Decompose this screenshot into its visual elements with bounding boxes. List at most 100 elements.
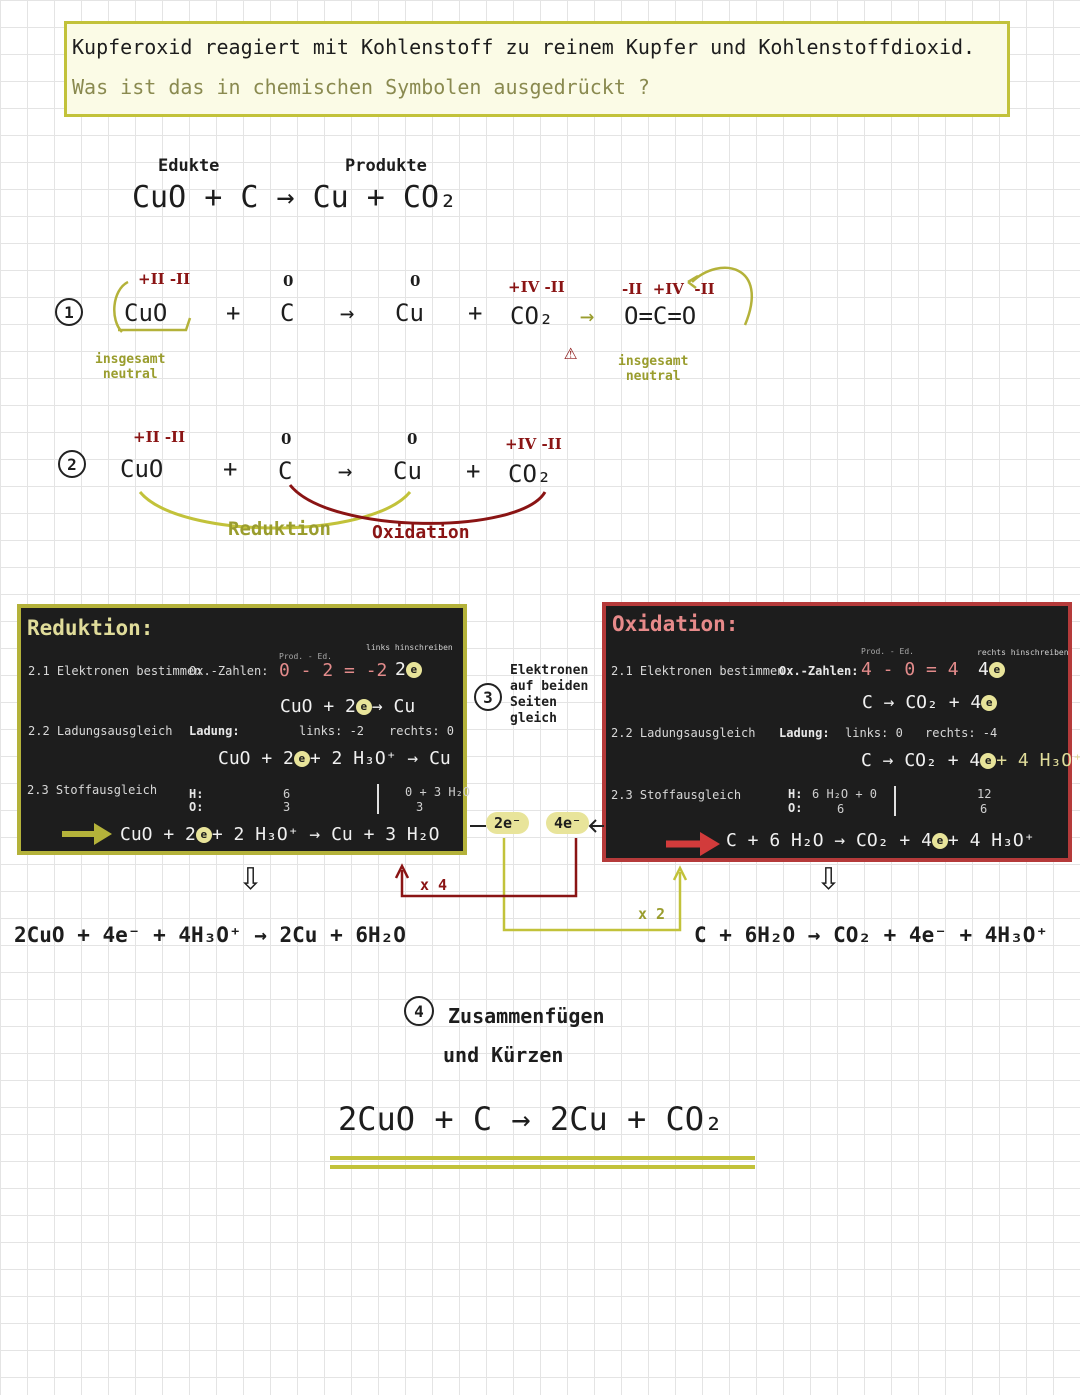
electron-left-bubble: 2e⁻ <box>486 812 530 834</box>
oxidation-final-left: C + 6 H₂O → CO₂ + 4 <box>726 830 932 851</box>
step2-cu-ox: 0 <box>407 430 418 448</box>
electron-icon: e <box>981 695 998 711</box>
step2-plus1: + <box>223 455 238 483</box>
oxidation-h-right: 12 <box>977 787 992 801</box>
electron-icon: e <box>195 827 212 843</box>
step3-text: Elektronen auf beiden Seiten gleich <box>510 663 589 726</box>
electron-left: 2e⁻ <box>494 814 522 832</box>
step1-plus1: + <box>226 299 241 327</box>
step4-number: 4 <box>404 996 434 1026</box>
reduction-hint: links hinschreiben <box>366 643 453 652</box>
task-box <box>64 21 1010 117</box>
step2-cuo: CuO <box>120 455 164 483</box>
oxidation-eq2-right: + 4 H₃O⁺ <box>996 750 1080 771</box>
reduction-electron-count: 2 <box>395 659 406 680</box>
reduction-h-label: H: <box>189 787 204 801</box>
electron-icon: e <box>355 699 372 715</box>
oxidation-final-right: + 4 H₃O⁺ <box>947 830 1035 851</box>
neutral-note-right-2: neutral <box>625 369 681 384</box>
multiply-x2: x 2 <box>638 905 666 923</box>
step2-plus2: + <box>466 457 481 485</box>
oxidation-divider <box>894 786 896 816</box>
oxidation-h-left: 6 H₂O + 0 <box>812 787 878 801</box>
oxidation-row2-label: 2.2 Ladungsausgleich <box>611 726 756 740</box>
warning-icon: ⚠ <box>564 340 578 365</box>
reduction-row2-label: 2.2 Ladungsausgleich <box>28 724 173 738</box>
step4-line1: Zusammenfügen <box>448 1004 605 1028</box>
reduction-h-left: 6 <box>283 787 291 801</box>
reduction-final-left: CuO + 2 <box>120 824 196 845</box>
reduction-calc: 0 - 2 = -2 <box>279 660 388 681</box>
final-equation: 2CuO + C → 2Cu + CO₂ <box>338 1100 724 1138</box>
step2-arrow: → <box>338 457 353 485</box>
step1-arrow: → <box>340 299 355 327</box>
reduction-eq1-right: → Cu <box>371 696 416 717</box>
reduction-o-label: O: <box>189 800 204 814</box>
down-arrow-left-icon: ⇩ <box>238 862 264 897</box>
oxidation-o-left: 6 <box>837 802 845 816</box>
step1-structure-arrow: → <box>580 302 595 330</box>
reduction-eq2-left: CuO + 2 <box>218 748 294 769</box>
step3-number: 3 <box>474 683 502 711</box>
oxidation-eq2-left: C → CO₂ + 4 <box>861 750 981 771</box>
down-arrow-right-icon: ⇩ <box>816 862 842 897</box>
step2-cu: Cu <box>393 457 422 485</box>
task-question-line2: Was ist das in chemischen Symbolen ausge… <box>72 75 650 99</box>
oxidation-result: C + 6H₂O → CO₂ + 4e⁻ + 4H₃O⁺ <box>694 923 1049 947</box>
step1-structure-ox: -II +IV -II <box>622 280 715 298</box>
oxidation-eq1-text: C → CO₂ + 4 <box>862 692 982 713</box>
electron-right-bubble: 4e⁻ <box>546 812 590 834</box>
electron-icon: e <box>988 662 1005 678</box>
step2-number: 2 <box>58 450 86 478</box>
oxidation-h-label: H: <box>788 787 803 801</box>
step2-cuo-ox: +II -II <box>133 428 186 446</box>
reduction-rechts: rechts: 0 <box>389 724 455 738</box>
reduction-divider <box>377 784 379 814</box>
oxidation-row3-label: 2.3 Stoffausgleich <box>611 788 742 802</box>
oxidation-final-arrow-icon <box>666 832 720 856</box>
reduction-row3-label: 2.3 Stoffausgleich <box>27 783 158 797</box>
step1-plus2: + <box>468 299 483 327</box>
neutral-note-left: insgesamt neutral <box>95 352 165 382</box>
edukte-label: Edukte <box>158 156 220 176</box>
step1-co2: CO₂ <box>510 302 554 330</box>
electron-right: 4e⁻ <box>554 814 582 832</box>
step1-cu: Cu <box>395 299 424 327</box>
neutral-note-left-2: neutral <box>102 367 158 382</box>
overview-equation: CuO + C → Cu + CO₂ <box>132 180 458 215</box>
step2-co2-ox: +IV -II <box>505 435 562 453</box>
step1-number: 1 <box>55 298 83 326</box>
reduction-result: 2CuO + 4e⁻ + 4H₃O⁺ → 2Cu + 6H₂O <box>14 923 406 947</box>
neutral-note-left-1: insgesamt <box>95 352 166 367</box>
step1-annotations <box>113 266 753 333</box>
reduction-eq1-left: CuO + 2 <box>280 696 356 717</box>
reduction-row1-label: 2.1 Elektronen bestimmen <box>28 664 202 678</box>
reduction-links: links: -2 <box>299 724 365 738</box>
oxidation-charge-label: Ladung: <box>779 726 830 740</box>
oxidation-hint: rechts hinschreiben <box>977 648 1069 657</box>
reduction-h-right: 0 + 3 H₂O <box>405 785 471 799</box>
reduction-charge-label: Ladung: <box>189 724 240 738</box>
neutral-note-right: insgesamt neutral <box>618 354 688 384</box>
step1-c-ox: 0 <box>283 272 294 290</box>
produkte-label: Produkte <box>345 156 427 176</box>
step2-c-ox: 0 <box>281 430 292 448</box>
oxidation-links: links: 0 <box>845 726 903 740</box>
reduction-title: Reduktion: <box>27 616 154 640</box>
redox-arcs <box>138 484 547 530</box>
oxidation-row1-label: 2.1 Elektronen bestimmen <box>611 664 785 678</box>
oxidation-label: Oxidation <box>372 522 470 543</box>
step2-co2: CO₂ <box>508 460 552 488</box>
reduction-eq2-right: + 2 H₃O⁺ → Cu <box>309 748 451 769</box>
step4-line2: und Kürzen <box>443 1043 564 1067</box>
step1-c: C <box>280 299 295 327</box>
